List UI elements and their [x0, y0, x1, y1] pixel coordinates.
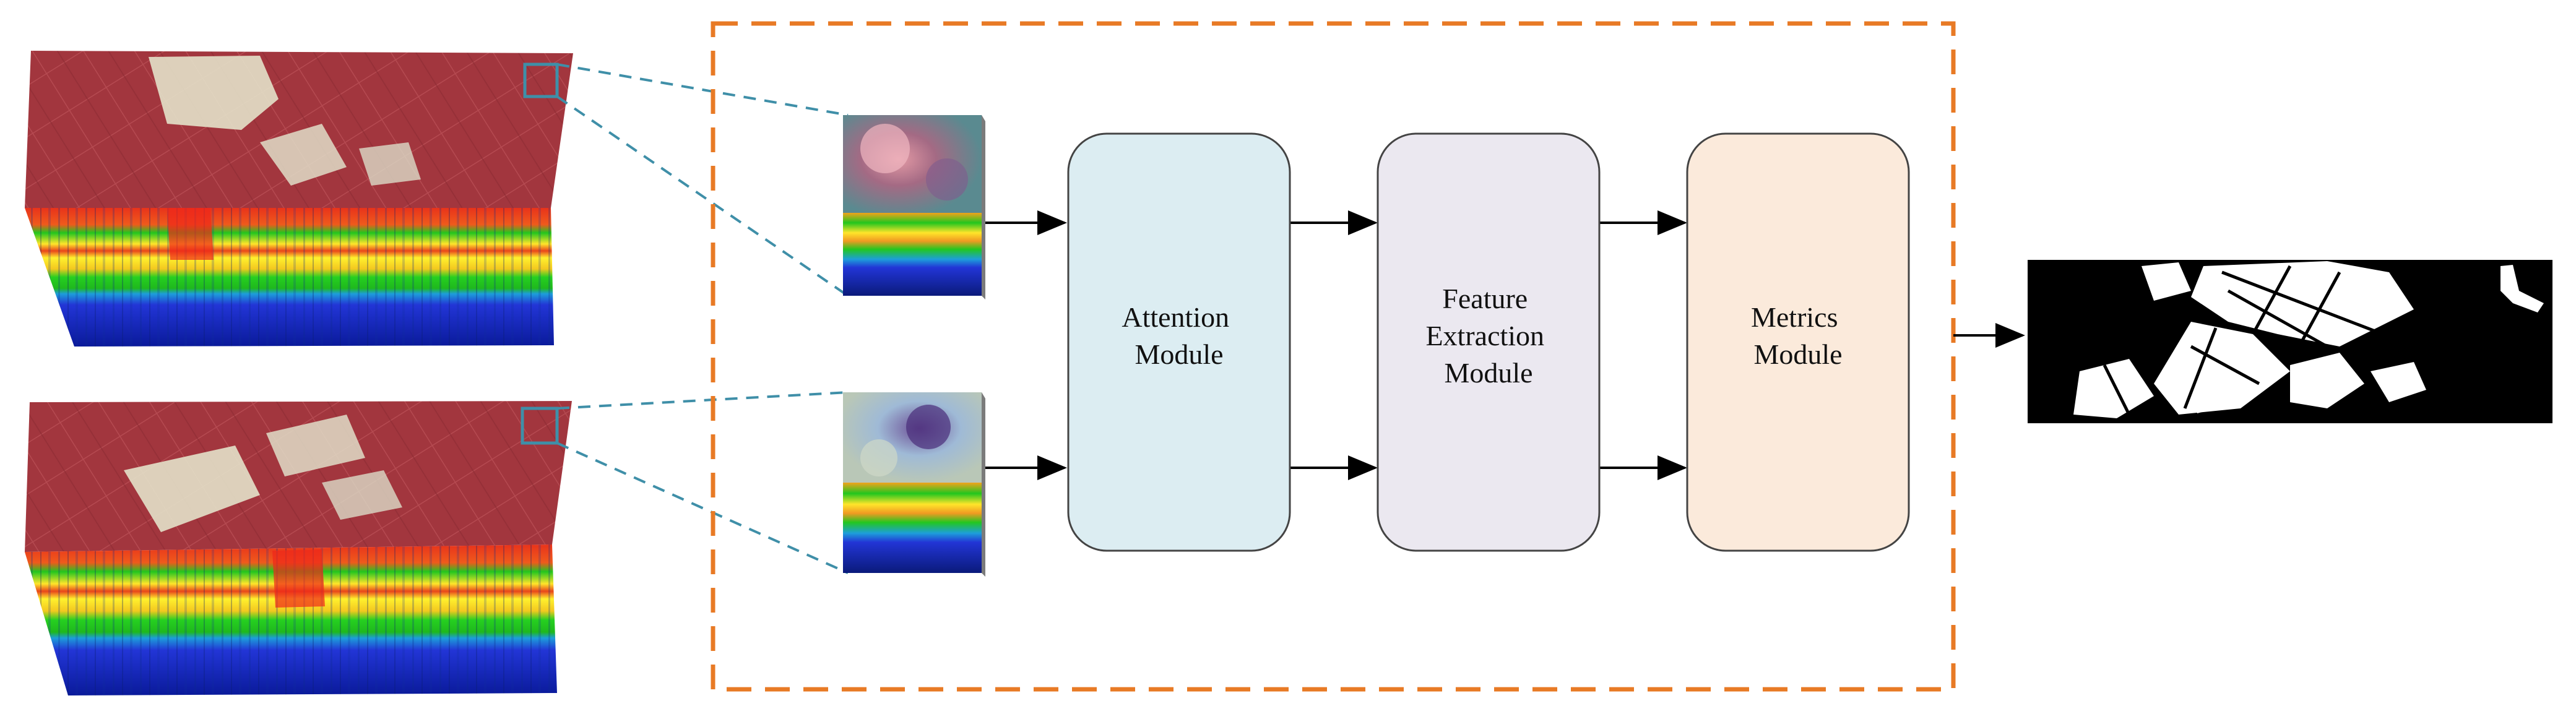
svg-text:Attention Module: Attention Module [1122, 301, 1236, 370]
feature-extraction-module-line-3: Module [1444, 357, 1532, 389]
attention-module-line-1: Attention [1122, 301, 1229, 333]
framework-boundary [711, 21, 1956, 692]
metrics-module-line-2: Module [1753, 338, 1842, 370]
hyperspectral-cube-icon [25, 51, 573, 347]
patch-cube-icon [843, 115, 985, 299]
flow-arrows [985, 210, 2025, 480]
change-map-icon [2028, 260, 2552, 423]
attention-module-line-2: Module [1135, 338, 1223, 370]
patch-cube-icon [843, 392, 985, 577]
svg-text:Metrics Module: Metrics Module [1751, 301, 1845, 370]
svg-text:Feature Extraction: Feature Extraction Module [1425, 283, 1551, 389]
metrics-module-line-1: Metrics [1751, 301, 1838, 333]
metrics-module: Metrics Module [1686, 132, 1910, 552]
hyperspectral-cube-icon [25, 401, 572, 695]
feature-extraction-module: Feature Extraction Module [1377, 132, 1601, 552]
feature-extraction-module-line-2: Extraction [1425, 320, 1544, 351]
attention-module: Attention Module [1067, 132, 1291, 552]
feature-extraction-module-line-1: Feature [1442, 283, 1528, 314]
zoom-connectors [556, 63, 849, 574]
